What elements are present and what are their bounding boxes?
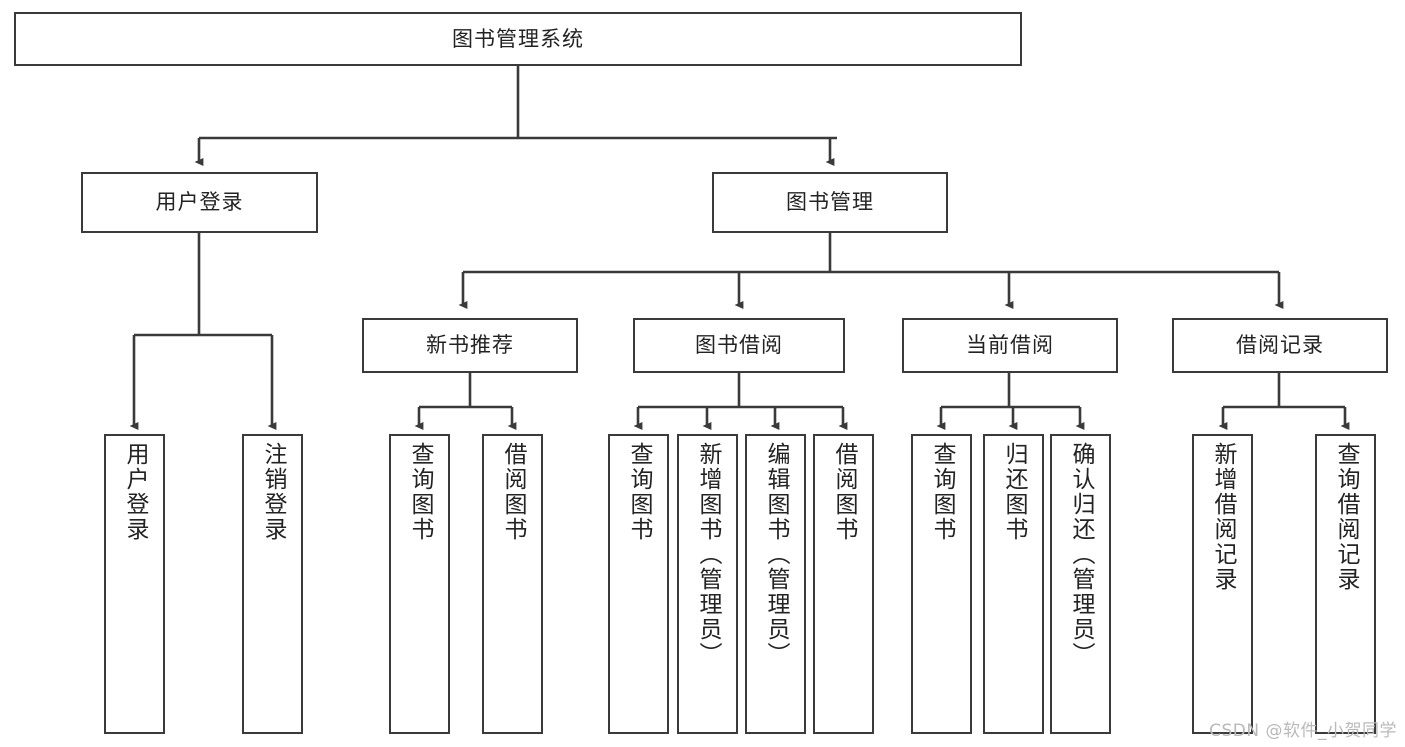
node-label: 新增图书（管理员） bbox=[695, 442, 721, 667]
node-label: 确认归还（管理员） bbox=[1068, 442, 1094, 667]
node-book-borrow[interactable]: 图书借阅 bbox=[633, 318, 845, 373]
node-label: 查询借阅记录 bbox=[1333, 442, 1359, 592]
leaf-borrow-borrow-book[interactable]: 借阅图书 bbox=[813, 434, 874, 734]
leaf-recommend-borrow-book[interactable]: 借阅图书 bbox=[482, 434, 543, 734]
node-label: 新增借阅记录 bbox=[1210, 442, 1236, 592]
node-current-borrow[interactable]: 当前借阅 bbox=[902, 318, 1118, 373]
leaf-user-login-login[interactable]: 用户登录 bbox=[104, 434, 165, 734]
node-label: 借阅图书 bbox=[500, 442, 526, 542]
node-label: 借阅记录 bbox=[1236, 333, 1324, 358]
node-label: 查询图书 bbox=[929, 442, 955, 542]
watermark-text: CSDN @软件_小贺同学 bbox=[1209, 721, 1397, 741]
leaf-current-query-book[interactable]: 查询图书 bbox=[911, 434, 972, 734]
node-label: 图书管理 bbox=[786, 190, 874, 215]
node-label: 新书推荐 bbox=[426, 333, 514, 358]
node-label: 注销登录 bbox=[260, 442, 286, 542]
node-label: 用户登录 bbox=[122, 442, 148, 542]
node-label: 查询图书 bbox=[407, 442, 433, 542]
leaf-current-confirm-return[interactable]: 确认归还（管理员） bbox=[1050, 434, 1111, 734]
leaf-borrow-add-book[interactable]: 新增图书（管理员） bbox=[677, 434, 738, 734]
node-new-book-recommend[interactable]: 新书推荐 bbox=[362, 318, 578, 373]
node-book-management[interactable]: 图书管理 bbox=[712, 172, 948, 233]
node-label: 图书借阅 bbox=[695, 333, 783, 358]
node-user-login[interactable]: 用户登录 bbox=[81, 172, 318, 233]
leaf-borrow-edit-book[interactable]: 编辑图书（管理员） bbox=[745, 434, 806, 734]
node-label: 图书管理系统 bbox=[452, 26, 584, 51]
leaf-borrow-query-book[interactable]: 查询图书 bbox=[608, 434, 669, 734]
leaf-record-query-record[interactable]: 查询借阅记录 bbox=[1315, 434, 1376, 734]
node-label: 编辑图书（管理员） bbox=[763, 442, 789, 667]
leaf-current-return-book[interactable]: 归还图书 bbox=[983, 434, 1044, 734]
leaf-record-add-record[interactable]: 新增借阅记录 bbox=[1192, 434, 1253, 734]
node-borrow-record[interactable]: 借阅记录 bbox=[1172, 318, 1388, 373]
node-label: 查询图书 bbox=[626, 442, 652, 542]
leaf-recommend-query-book[interactable]: 查询图书 bbox=[389, 434, 450, 734]
node-root-system[interactable]: 图书管理系统 bbox=[14, 12, 1022, 66]
leaf-user-login-logout[interactable]: 注销登录 bbox=[242, 434, 303, 734]
node-label: 当前借阅 bbox=[966, 333, 1054, 358]
node-label: 归还图书 bbox=[1001, 442, 1027, 542]
node-label: 借阅图书 bbox=[831, 442, 857, 542]
node-label: 用户登录 bbox=[155, 190, 244, 215]
